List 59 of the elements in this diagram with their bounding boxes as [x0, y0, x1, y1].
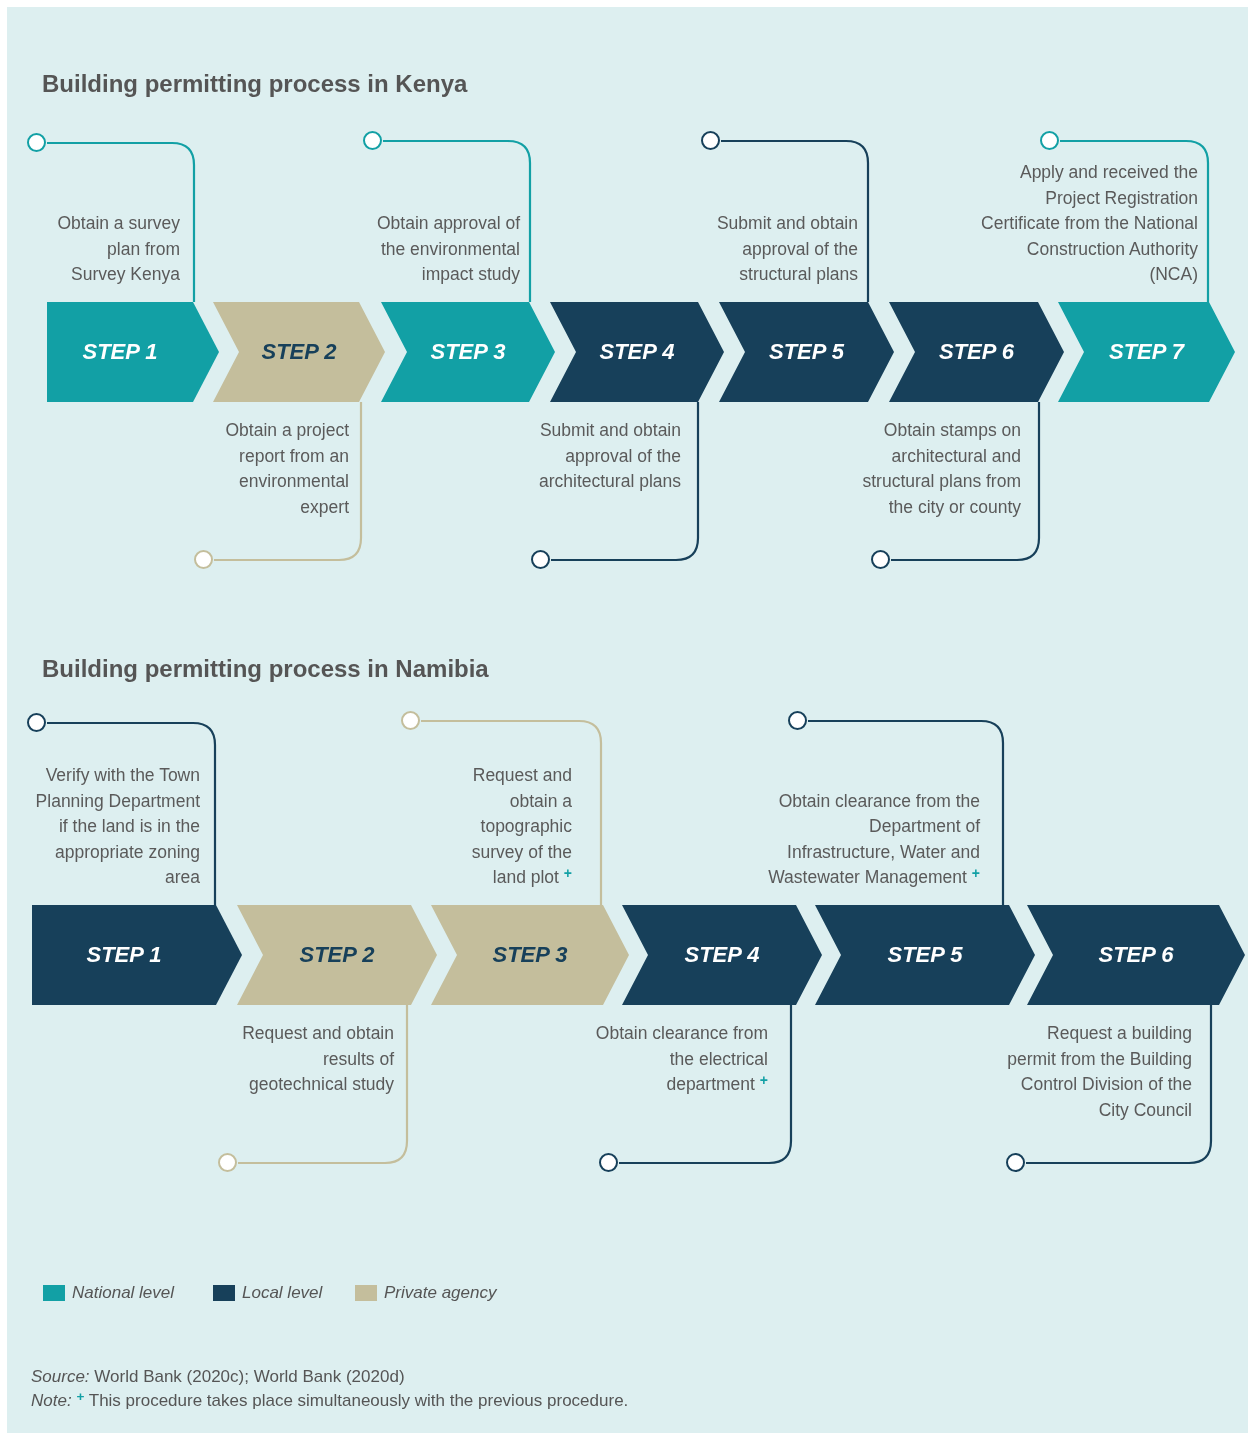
- step-description: Obtain clearance from the electrical department $^{+}$: [594, 1022, 768, 1097]
- footnote: Note: $^{+}$ This procedure takes place simultaneously with the previous procedure.: [31, 1391, 629, 1411]
- leader-line: [421, 719, 603, 905]
- step-banner: [47, 302, 219, 402]
- step-label: STEP 2: [298, 942, 376, 968]
- leader-line: [214, 402, 363, 562]
- legend-label: National level: [72, 1283, 175, 1303]
- step-banner: [431, 905, 629, 1005]
- step-banner: [1027, 905, 1245, 1005]
- step-description: Apply and received the Project Registration Certificate from the National Construction Authority (NCA): [980, 161, 1198, 287]
- step-label: STEP 3: [429, 339, 507, 365]
- leader-line: [1060, 139, 1210, 302]
- step-banner: [1058, 302, 1235, 402]
- step-banner: [32, 905, 242, 1005]
- step-label: STEP 5: [886, 942, 964, 968]
- leader-line: [808, 719, 1005, 905]
- leader-line: [238, 1005, 409, 1165]
- step-label: STEP 1: [85, 942, 163, 968]
- step-label: STEP 3: [491, 942, 569, 968]
- step-label: STEP 4: [598, 339, 676, 365]
- step-banner: [815, 905, 1035, 1005]
- step-banner: [719, 302, 894, 402]
- step-label: STEP 6: [1097, 942, 1175, 968]
- step-description: Submit and obtain approval of the architectural plans: [537, 419, 681, 494]
- step-description: Request a building permit from the Building Control Division of the City Council: [1007, 1022, 1192, 1122]
- step-description: Request and obtain results of geotechnical study: [241, 1022, 394, 1097]
- legend-label: Local level: [242, 1283, 323, 1303]
- section-title: Building permitting process in Namibia: [42, 655, 489, 683]
- step-description: Verify with the Town Planning Department if the land is in the appropriate zoning area: [34, 764, 200, 890]
- step-description: Obtain stamps on architectural and structural plans from the city or county: [861, 419, 1021, 519]
- step-label: STEP 6: [938, 339, 1015, 365]
- step-banner: [213, 302, 385, 402]
- step-banner: [550, 302, 724, 402]
- step-banner: [889, 302, 1064, 402]
- leader-line: [891, 402, 1041, 562]
- step-banner: [237, 905, 437, 1005]
- step-description: Obtain clearance from the Department of Infrastructure, Water and Wastewater Management $^{+}$: [767, 789, 980, 890]
- leader-line: [619, 1005, 793, 1165]
- leader-line: [551, 402, 700, 562]
- step-label: STEP 2: [260, 339, 338, 365]
- step-label: STEP 1: [81, 339, 159, 365]
- leader-line: [47, 141, 196, 302]
- step-label: STEP 7: [1108, 339, 1186, 365]
- legend-label: Private agency: [384, 1283, 497, 1303]
- step-description: Request and obtain a topographic survey of the land plot $^{+}$: [470, 764, 572, 890]
- leader-line: [47, 721, 217, 905]
- step-label: STEP 4: [683, 942, 761, 968]
- step-label: STEP 5: [768, 339, 846, 365]
- step-banner: [381, 302, 555, 402]
- section-title: Building permitting process in Kenya: [42, 70, 468, 98]
- source-note: Source: World Bank (2020c); World Bank (2020d): [31, 1367, 405, 1387]
- leader-line: [721, 139, 870, 302]
- step-description: Obtain approval of the environmental impact study: [376, 212, 520, 287]
- step-description: Submit and obtain approval of the structural plans: [715, 212, 858, 287]
- step-description: Obtain a project report from an environmental expert: [224, 419, 349, 519]
- step-banner: [622, 905, 822, 1005]
- step-description: Obtain a survey plan from Survey Kenya: [56, 212, 180, 287]
- leader-line: [383, 139, 532, 302]
- leader-line: [1026, 1005, 1213, 1165]
